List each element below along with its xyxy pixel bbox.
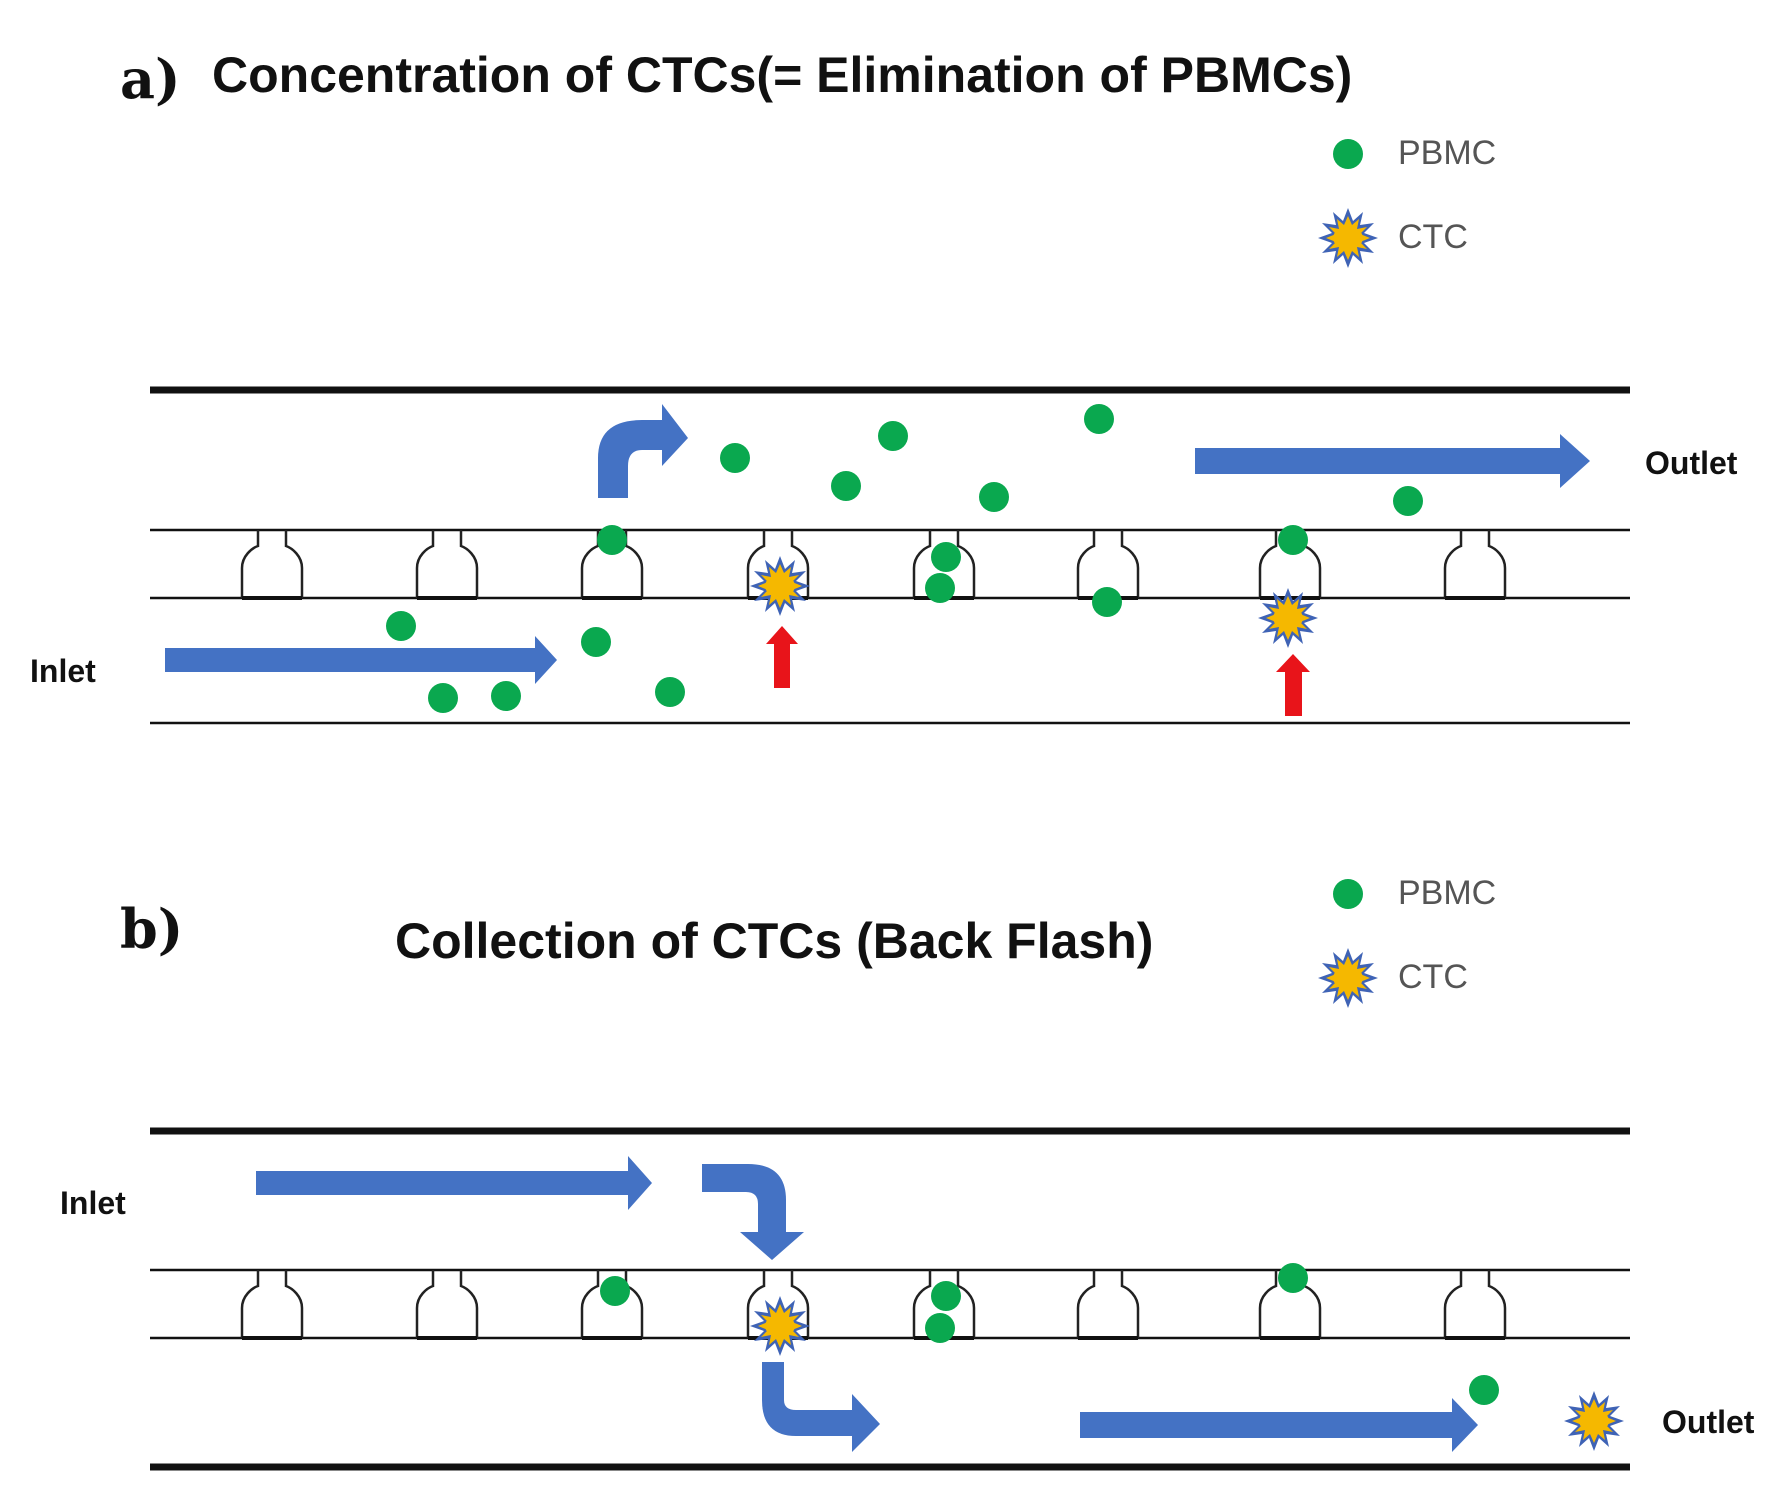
panel-b-outlet-flow-arrow	[1080, 1398, 1478, 1452]
ctc-cell	[750, 1296, 810, 1356]
ctc-cell	[1564, 1391, 1624, 1451]
legend-pbmc-icon	[1333, 879, 1363, 909]
pbmc-cell	[979, 482, 1009, 512]
trap	[1443, 528, 1507, 600]
trap	[1076, 1268, 1140, 1340]
panel-b-downward-turn-arrow	[702, 1164, 804, 1260]
legend-pbmc-icon	[1333, 139, 1363, 169]
pbmc-cell	[386, 611, 416, 641]
legend-pbmc-label: PBMC	[1398, 134, 1496, 172]
panel-b-title: Collection of CTCs (Back Flash)	[395, 913, 1153, 969]
panel-a-inlet-flow-arrow	[165, 636, 557, 684]
panel-b-exit-turn-arrow	[762, 1362, 880, 1452]
legend-pbmc-label: PBMC	[1398, 874, 1496, 912]
trap	[1443, 1268, 1507, 1340]
legend-ctc-label: CTC	[1398, 218, 1468, 256]
pbmc-cell	[491, 681, 521, 711]
panel-a-outlet-flow-arrow	[1195, 434, 1590, 488]
legend-ctc-icon	[1318, 208, 1378, 268]
pbmc-cell	[1469, 1375, 1499, 1405]
panel-a-upward-turn-arrow	[598, 404, 688, 498]
capture-arrow-icon	[1276, 654, 1310, 716]
panel-b-outlet-label: Outlet	[1662, 1404, 1755, 1440]
pbmc-cell	[1278, 1263, 1308, 1293]
pbmc-cell	[655, 677, 685, 707]
legend-ctc-icon	[1318, 948, 1378, 1008]
panel-a-legend: PBMC CTC	[1318, 134, 1496, 268]
pbmc-cell	[600, 1276, 630, 1306]
panel-a-outlet-label: Outlet	[1645, 445, 1738, 481]
trap	[240, 1268, 304, 1340]
pbmc-cell	[597, 525, 627, 555]
pbmc-cell	[1084, 404, 1114, 434]
panel-a-letter: a)	[120, 47, 181, 111]
legend-ctc-label: CTC	[1398, 958, 1468, 996]
pbmc-cell	[1092, 587, 1122, 617]
pbmc-cell	[428, 683, 458, 713]
panel-b-letter: b)	[120, 897, 183, 961]
pbmc-cell	[878, 421, 908, 451]
panel-b: b) Collection of CTCs (Back Flash) PBMC …	[60, 874, 1755, 1471]
panel-a-title: Concentration of CTCs(= Elimination of P…	[212, 47, 1352, 103]
trap	[415, 1268, 479, 1340]
pbmc-cell	[581, 627, 611, 657]
capture-arrow-icon	[766, 626, 798, 688]
panel-a-inlet-label: Inlet	[30, 653, 96, 689]
pbmc-cell	[931, 1281, 961, 1311]
pbmc-cell	[720, 443, 750, 473]
pbmc-cell	[931, 542, 961, 572]
panel-a: a) Concentration of CTCs(= Elimination o…	[30, 47, 1738, 725]
ctc-cell	[750, 556, 810, 616]
panel-b-trap-row	[240, 1268, 1507, 1340]
panel-b-inlet-label: Inlet	[60, 1185, 126, 1221]
trap	[240, 528, 304, 600]
pbmc-cell	[1278, 525, 1308, 555]
panel-b-inlet-flow-arrow	[256, 1156, 652, 1210]
pbmc-cell	[925, 573, 955, 603]
pbmc-cell	[831, 471, 861, 501]
panel-a-trap-row	[240, 528, 1507, 600]
pbmc-cell	[1393, 486, 1423, 516]
trap	[415, 528, 479, 600]
panel-b-legend: PBMC CTC	[1318, 874, 1496, 1008]
pbmc-cell	[925, 1313, 955, 1343]
